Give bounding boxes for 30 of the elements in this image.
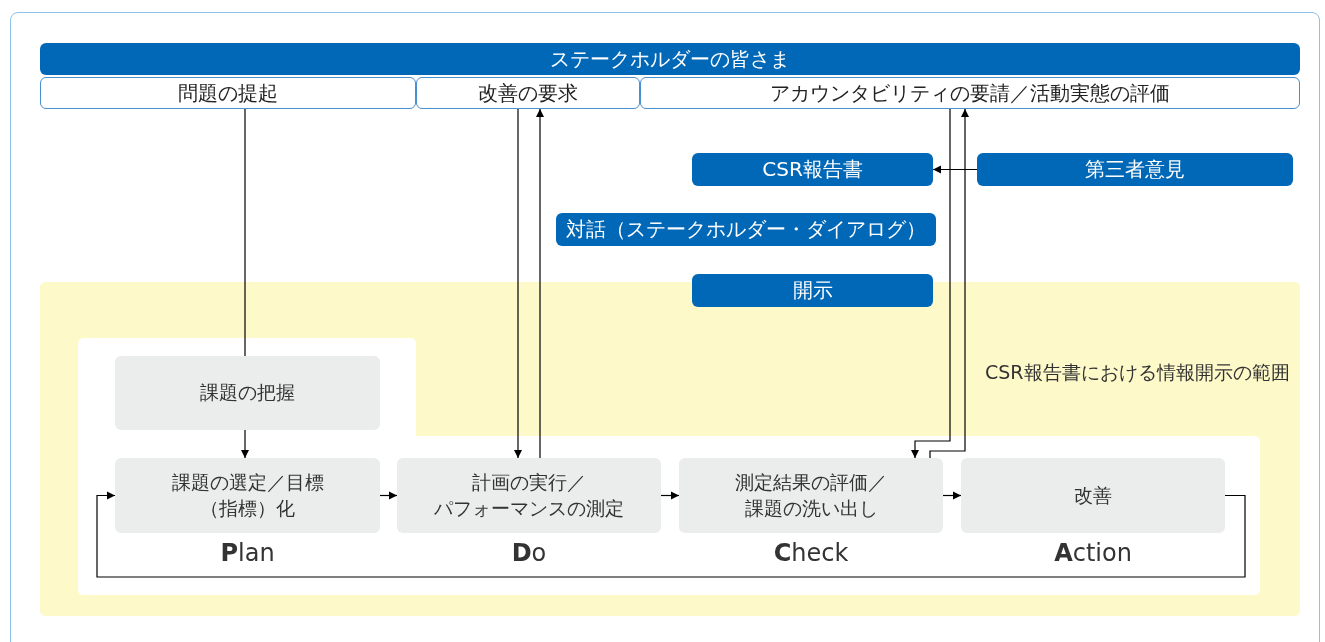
topic-box: 問題の提起	[40, 77, 416, 109]
arrow	[96, 491, 1246, 578]
process-box: 計画の実行／パフォーマンスの測定	[397, 458, 661, 533]
phase-label: Action	[1053, 539, 1133, 567]
dialogue-bar: 対話（ステークホルダー・ダイアログ）	[556, 213, 936, 246]
process-box: 測定結果の評価／課題の洗い出し	[679, 458, 943, 533]
arrow	[932, 165, 978, 174]
arrow	[535, 108, 545, 459]
arrow	[942, 491, 962, 500]
arrow	[660, 491, 680, 500]
report-bar: CSR報告書	[692, 153, 933, 186]
arrow	[910, 108, 951, 459]
arrow	[513, 108, 523, 459]
opinion-bar: 第三者意見	[977, 153, 1293, 186]
arrow	[379, 491, 398, 500]
header-bar: ステークホルダーの皆さま	[40, 43, 1300, 75]
phase-label: Check	[772, 539, 850, 567]
topic-box: アカウンタビリティの要請／活動実態の評価	[640, 77, 1300, 109]
scope-note: CSR報告書における情報開示の範囲	[985, 360, 1290, 385]
topic-box: 改善の要求	[416, 77, 640, 109]
arrow	[929, 108, 970, 459]
connector-line	[244, 108, 246, 357]
arrow	[240, 429, 250, 459]
process-box: 改善	[961, 458, 1225, 533]
process-box: 課題の選定／目標（指標）化	[115, 458, 380, 533]
phase-label: Do	[510, 539, 548, 567]
process-box: 課題の把握	[115, 356, 380, 430]
disclosure-bar: 開示	[692, 274, 933, 307]
phase-label: Plan	[219, 539, 276, 567]
group-area	[40, 282, 1300, 616]
